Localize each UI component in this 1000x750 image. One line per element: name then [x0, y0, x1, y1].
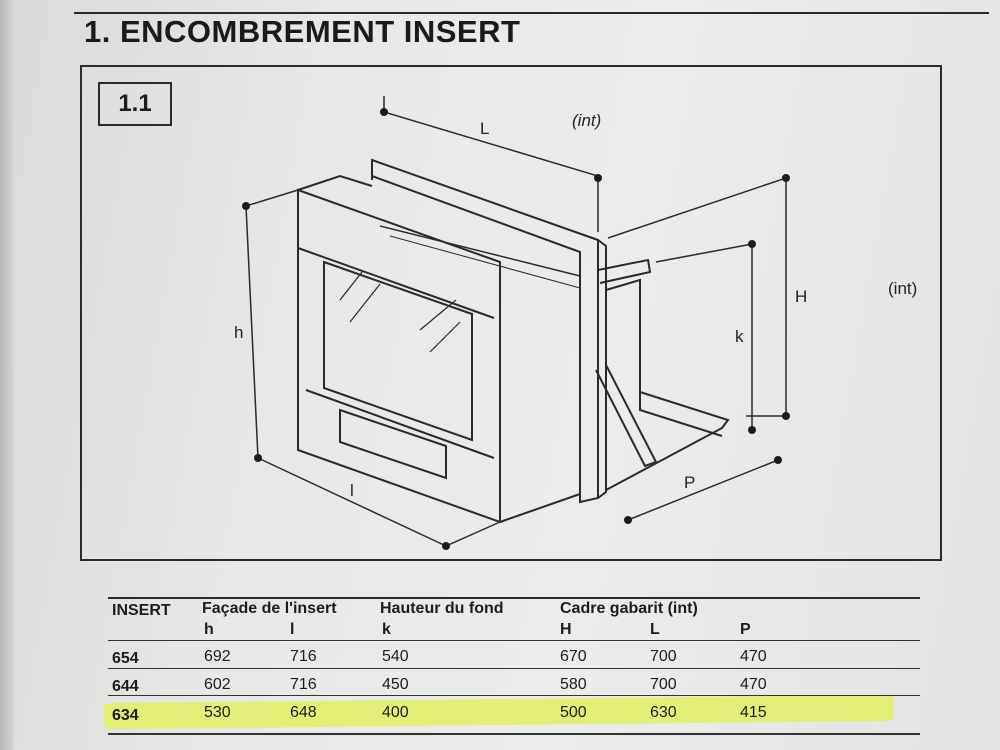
frame-side	[597, 239, 607, 499]
table-cell-k: 400	[382, 704, 409, 721]
frame-back-post	[605, 278, 641, 392]
dim-dot	[748, 240, 756, 248]
dim-H-line	[607, 176, 787, 416]
dim-dot	[442, 542, 450, 550]
dim-label-H: H	[795, 287, 807, 306]
glass-reflection	[339, 271, 461, 353]
frame-inner-rail	[639, 392, 723, 437]
subheader-h: h	[204, 621, 214, 638]
dim-dot	[774, 456, 782, 464]
dim-label-k: k	[735, 327, 744, 346]
table-cell-L: 700	[650, 676, 677, 693]
subheader-l: l	[290, 621, 295, 638]
dim-dot	[380, 108, 388, 116]
subheader-P: P	[740, 621, 751, 638]
table-cell-P: 470	[740, 648, 767, 665]
paper-edge	[0, 0, 14, 750]
dim-l-ext	[445, 521, 501, 547]
table-cell-h: 692	[204, 648, 231, 665]
table-row-rule	[108, 695, 920, 696]
table-cell-l: 716	[290, 676, 317, 693]
section-title: ENCOMBREMENT INSERT	[119, 14, 521, 49]
dim-L-line	[383, 96, 599, 232]
subheader-L: L	[650, 621, 660, 638]
table-cell-H: 500	[560, 704, 587, 721]
table-header-rule	[108, 640, 920, 641]
table-cell-H: 670	[560, 648, 587, 665]
dim-h-ext-top	[245, 189, 299, 207]
dim-label-h: h	[234, 323, 243, 342]
frame-brace	[595, 364, 658, 468]
insert-top-edge	[297, 174, 373, 191]
table-cell-k: 540	[382, 648, 409, 665]
subheader-k: k	[382, 621, 391, 638]
insert-lower-line	[305, 389, 495, 459]
table-row-insert: 654	[112, 650, 139, 667]
table-bottom-rule	[108, 733, 920, 735]
section-number: 1.	[84, 14, 111, 49]
table-cell-L: 630	[650, 704, 677, 721]
dim-label-P: P	[684, 473, 695, 492]
dim-l-line	[257, 457, 447, 547]
header-facade: Façade de l'insert	[202, 600, 337, 617]
table-cell-l: 648	[290, 704, 317, 721]
insert-ash-drawer	[339, 408, 447, 480]
dim-dot	[748, 426, 756, 434]
table-cell-h: 602	[204, 676, 231, 693]
dim-label-int-top: (int)	[572, 111, 601, 130]
dim-dot	[624, 516, 632, 524]
table-cell-k: 450	[382, 676, 409, 693]
insert-top-grid	[379, 225, 581, 277]
insert-bottom-side	[499, 493, 581, 523]
insert-glass	[323, 260, 473, 442]
header-hauteur: Hauteur du fond	[380, 600, 504, 617]
dim-dot	[782, 174, 790, 182]
dim-dot	[594, 174, 602, 182]
top-border	[74, 0, 989, 14]
table-row-rule	[108, 668, 920, 669]
dim-dot	[782, 412, 790, 420]
header-cadre: Cadre gabarit (int)	[560, 600, 698, 617]
frame-top-bar	[597, 258, 652, 284]
dim-label-l: l	[350, 481, 354, 500]
page-title: 1. ENCOMBREMENT INSERT	[84, 14, 520, 50]
dim-P-line	[627, 459, 779, 521]
header-insert: INSERT	[112, 602, 171, 619]
table-cell-h: 530	[204, 704, 231, 721]
table-cell-L: 700	[650, 648, 677, 665]
frame-bottom-rail	[605, 391, 730, 491]
table-row-insert: 634	[112, 707, 139, 724]
frame-front-outline	[371, 158, 599, 504]
dim-label-int-right: (int)	[888, 279, 917, 298]
dim-dot	[254, 454, 262, 462]
table-cell-l: 716	[290, 648, 317, 665]
dim-h-line	[245, 205, 259, 459]
dim-label-L: L	[480, 119, 489, 138]
table-cell-H: 580	[560, 676, 587, 693]
table-cell-P: 415	[740, 704, 767, 721]
table-cell-P: 470	[740, 676, 767, 693]
insert-top-panel-line	[297, 247, 495, 319]
subheader-H: H	[560, 621, 572, 638]
table-row-insert: 644	[112, 678, 139, 695]
dim-dot	[242, 202, 250, 210]
figure-label: 1.1	[98, 82, 172, 126]
insert-facade	[297, 188, 501, 524]
insert-top-grid-2	[389, 235, 581, 289]
table-top-rule	[108, 597, 920, 599]
figure-frame	[80, 65, 942, 561]
